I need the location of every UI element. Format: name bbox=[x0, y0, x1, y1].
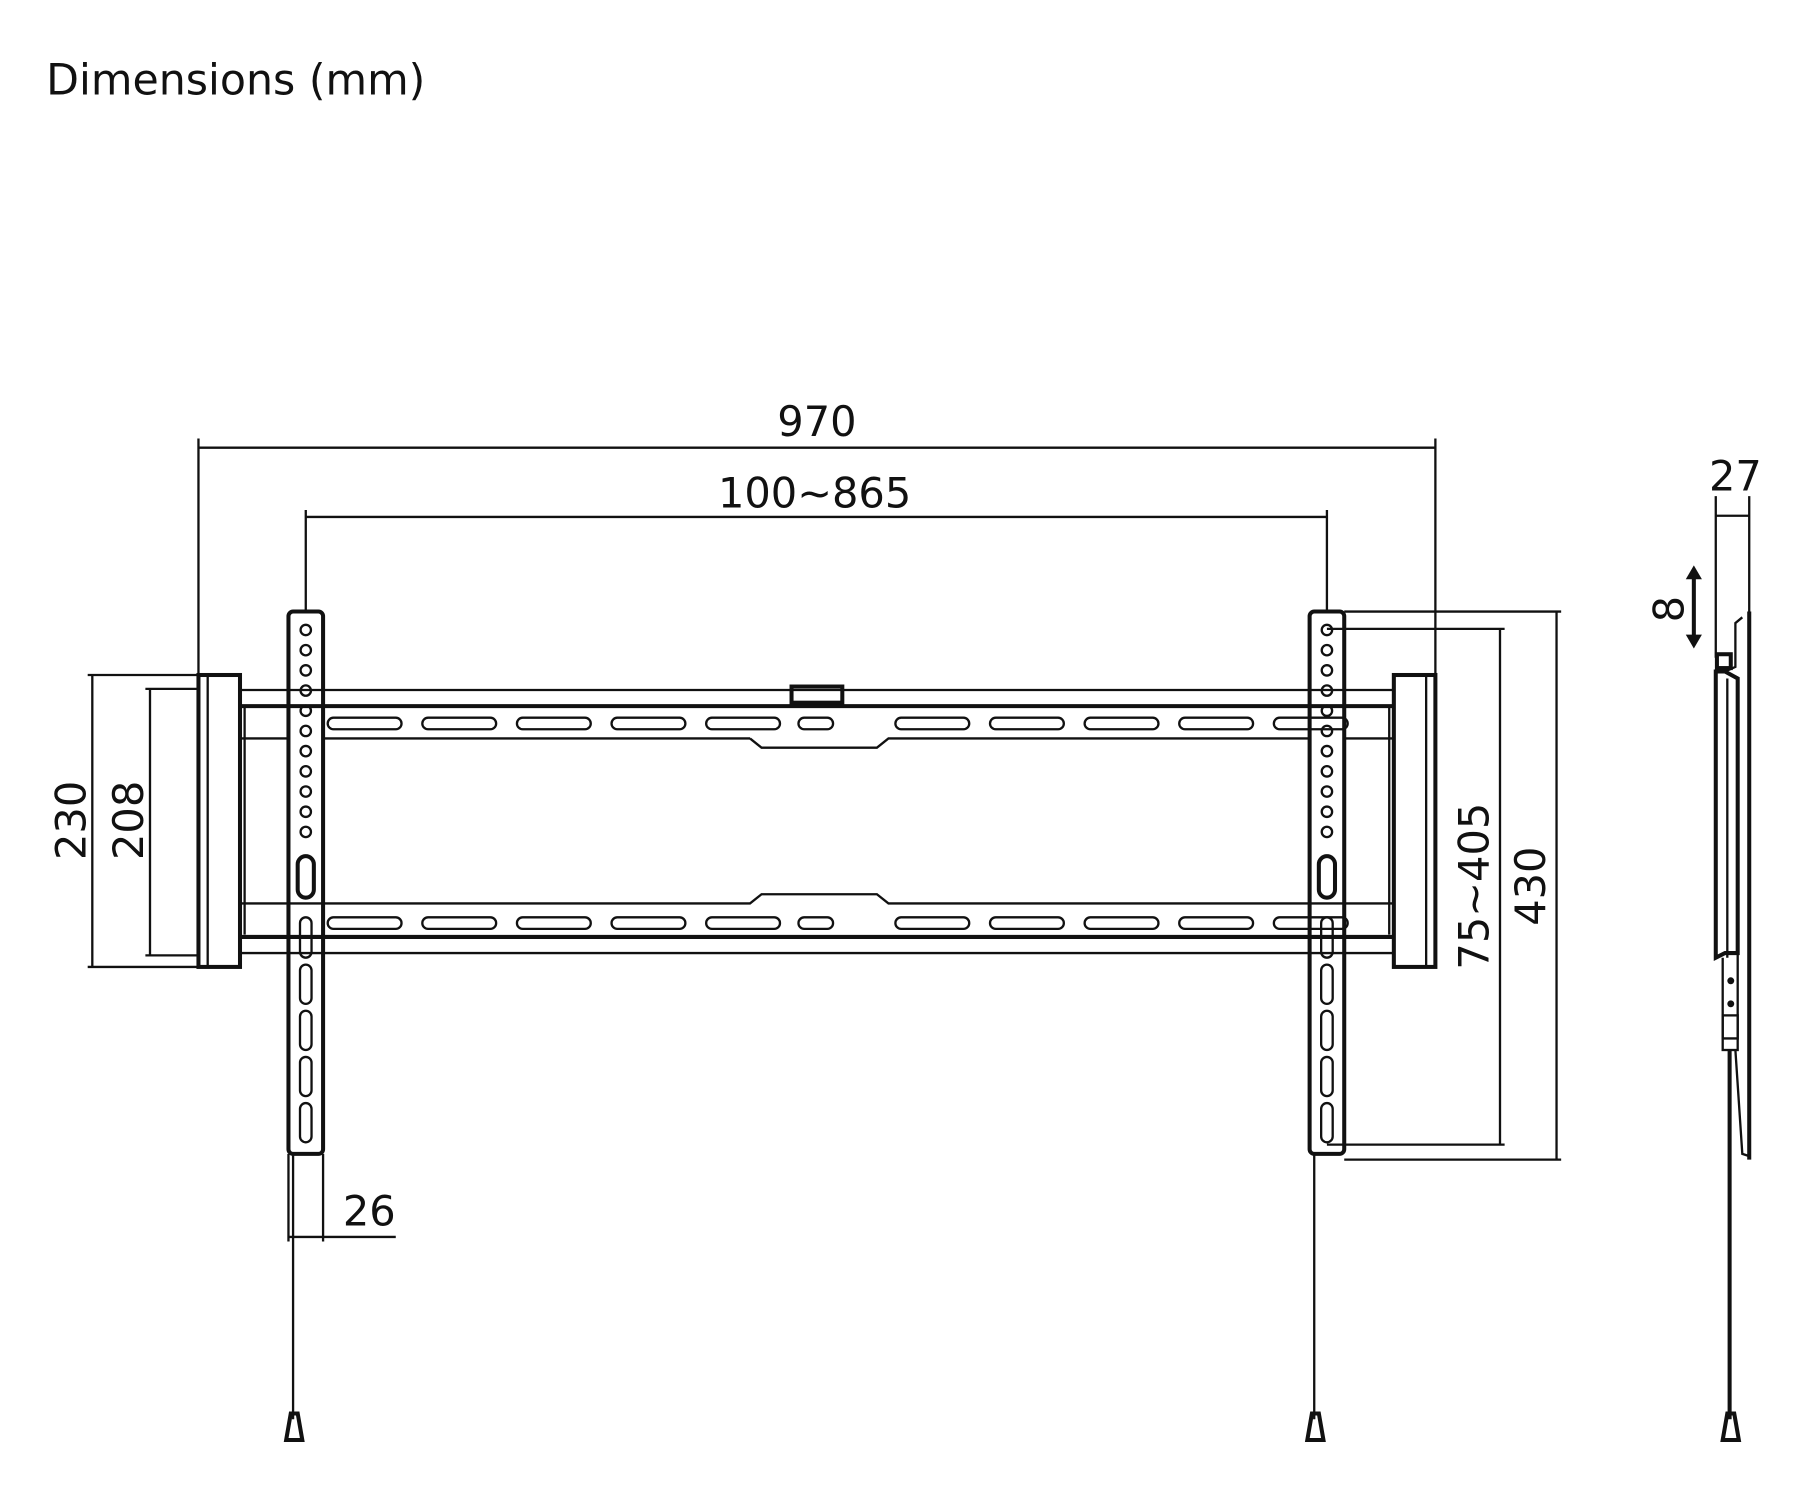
rail-slot bbox=[515, 916, 592, 930]
label-8: 8 bbox=[1644, 596, 1693, 622]
rail-slot bbox=[1083, 716, 1160, 731]
arm-slot bbox=[1320, 916, 1334, 959]
arm-slot bbox=[1320, 1055, 1334, 1098]
dim-vesa-vertical: 75~405 430 bbox=[1326, 610, 1562, 1161]
arm-slot bbox=[298, 1101, 313, 1144]
rail-slots bbox=[326, 716, 1349, 930]
arm-slot bbox=[298, 1009, 313, 1052]
arm-keyhole bbox=[1316, 854, 1338, 900]
rail-slot bbox=[797, 716, 835, 731]
rail-slot bbox=[797, 916, 835, 930]
rail-slot bbox=[704, 916, 782, 930]
arm-slot bbox=[1320, 1009, 1334, 1052]
arm-hole bbox=[1320, 805, 1334, 819]
rail-slot bbox=[326, 916, 403, 930]
arm-slot bbox=[298, 916, 313, 959]
arm-hole bbox=[1320, 664, 1334, 677]
arm-slot bbox=[298, 963, 313, 1005]
rail-slot bbox=[1178, 916, 1255, 930]
arm-holes bbox=[295, 623, 1338, 1144]
arm-slot bbox=[1320, 1101, 1334, 1144]
arm-hole bbox=[1320, 704, 1334, 718]
arm-hole bbox=[299, 684, 313, 697]
label-208: 208 bbox=[104, 781, 153, 860]
rail-slot bbox=[326, 716, 403, 731]
label-430: 430 bbox=[1506, 847, 1555, 926]
dim-arm-width: 26 bbox=[287, 1153, 396, 1242]
right-arm bbox=[1304, 609, 1347, 1443]
arm-hole bbox=[299, 825, 313, 839]
label-26: 26 bbox=[343, 1186, 396, 1235]
rail-slot bbox=[894, 716, 971, 731]
arm-hole bbox=[299, 744, 313, 758]
left-arm bbox=[283, 609, 326, 1443]
arm-hole bbox=[1320, 825, 1334, 839]
arm-hole bbox=[299, 724, 313, 738]
arm-hole bbox=[299, 785, 313, 798]
arm-hole bbox=[299, 805, 313, 819]
rail-slot bbox=[515, 716, 592, 731]
dim-overall-width: 970 bbox=[197, 397, 1437, 675]
arm-hole bbox=[299, 664, 313, 677]
page-title: Dimensions (mm) bbox=[46, 56, 425, 106]
arm-hole bbox=[1320, 684, 1334, 697]
rail-slot bbox=[610, 716, 687, 731]
arm-hole bbox=[299, 765, 313, 778]
rail-slot bbox=[421, 916, 498, 930]
arm-slot bbox=[1320, 963, 1334, 1005]
dim-vesa-horizontal: 100~865 bbox=[304, 469, 1329, 612]
label-100-865: 100~865 bbox=[718, 469, 911, 518]
arm-hole bbox=[1320, 724, 1334, 738]
label-230: 230 bbox=[46, 781, 95, 860]
rail-slot bbox=[610, 916, 687, 930]
rail-slot bbox=[894, 916, 971, 930]
arm-keyhole bbox=[295, 854, 316, 900]
rail-slot bbox=[1083, 916, 1160, 930]
rail-slot bbox=[704, 716, 782, 731]
label-970: 970 bbox=[777, 397, 856, 446]
side-profile: 27 bbox=[1709, 451, 1762, 1443]
arm-hole bbox=[1320, 785, 1334, 798]
label-27: 27 bbox=[1709, 451, 1762, 500]
wall-plate bbox=[196, 672, 1438, 969]
rail-slot bbox=[1178, 716, 1255, 731]
rail-slot bbox=[988, 716, 1065, 731]
arm-slot bbox=[298, 1055, 313, 1098]
rail-slot bbox=[988, 916, 1065, 930]
arm-hole bbox=[1320, 744, 1334, 758]
arm-hole bbox=[299, 623, 313, 637]
label-75-405: 75~405 bbox=[1449, 803, 1498, 970]
arm-hole bbox=[1320, 765, 1334, 778]
dim-vertical-adjust: 8 bbox=[1644, 565, 1702, 649]
dim-wall-plate-height: 230 208 bbox=[46, 673, 199, 969]
rail-slot bbox=[421, 716, 498, 731]
arm-hole bbox=[299, 643, 313, 657]
arm-hole bbox=[1320, 643, 1334, 657]
arm-hole bbox=[299, 704, 313, 718]
